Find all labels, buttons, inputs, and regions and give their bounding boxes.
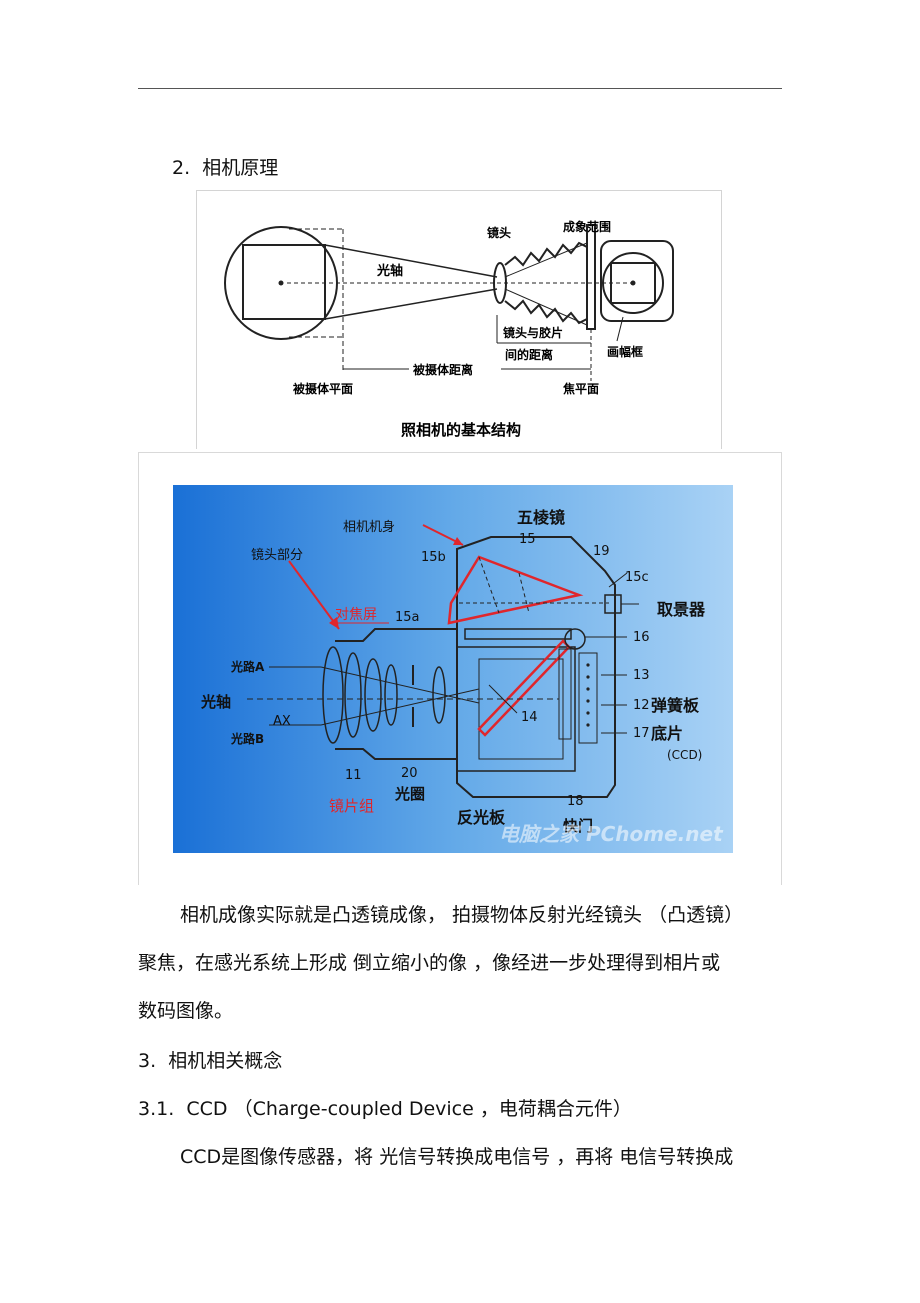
label-reflector: 反光板 <box>457 808 506 827</box>
lens-shape <box>493 262 507 304</box>
label-subject-distance: 被摄体距离 <box>413 362 473 377</box>
part-number: 19 <box>593 544 610 559</box>
part-number: 14 <box>521 710 538 725</box>
label-frame: 画幅框 <box>607 344 643 359</box>
bellows-top <box>504 241 588 267</box>
paragraph-1-line-2: 聚焦，在感光系统上形成 倒立缩小的像 ，像经进一步处理得到相片或 <box>138 952 721 974</box>
part-number: 12 <box>633 698 650 713</box>
section-title: 相机原理 <box>202 157 279 179</box>
label-lens-group: 镜片组 <box>329 797 374 815</box>
subject-frame <box>242 244 326 320</box>
section-title: CCD （Charge-coupled Device ，电荷耦合元件） <box>186 1098 632 1120</box>
paragraph-1-line-1: 相机成像实际就是凸透镜成像， 拍摄物体反射光经镜头 （凸透镜） <box>180 904 744 926</box>
part-numbers: 15 15b 19 15c 15a 16 13 12 14 17 11 20 1… <box>345 532 650 809</box>
label-focal-plane: 焦平面 <box>562 381 599 396</box>
label-shutter: 快门 <box>563 817 593 835</box>
label-spring-plate: 弹簧板 <box>651 696 700 715</box>
label-imaging-range: 成象范围 <box>563 219 611 234</box>
mirror-box <box>456 646 576 772</box>
subject-point <box>278 280 284 286</box>
paragraph-1-line-3: 数码图像。 <box>138 1000 234 1022</box>
film-plane <box>586 224 596 330</box>
part-number: 15a <box>395 610 420 625</box>
label-film: 底片 <box>651 724 683 743</box>
figure-caption: 照相机的基本结构 <box>401 421 521 439</box>
section-3-1-heading: 3.1. CCD （Charge-coupled Device ，电荷耦合元件） <box>138 1094 632 1121</box>
diagram-background <box>173 485 733 853</box>
section-3-heading: 3. 相机相关概念 <box>138 1046 282 1073</box>
part-number: 15c <box>625 570 649 585</box>
slr-diagram: 相机机身 五棱镜 镜头部分 对焦屏 取景器 光路A 光轴 AX 光路B 弹簧板 … <box>173 485 733 853</box>
section-number: 2. <box>172 157 191 179</box>
pentaprism-outline <box>447 555 584 625</box>
camera-body-outline <box>456 536 616 798</box>
label-path-b: 光路B <box>230 731 264 746</box>
lens-elements <box>322 646 446 744</box>
part-number: 17 <box>633 726 650 741</box>
label-focus-screen: 对焦屏 <box>335 607 377 623</box>
part-number: 15 <box>519 532 536 547</box>
part-number: 13 <box>633 668 650 683</box>
label-subject-plane: 被摄体平面 <box>293 381 353 396</box>
label-camera-body: 相机机身 <box>343 519 395 535</box>
paragraph-2-line-1: CCD是图像传感器，将 光信号转换成电信号 ，再将 电信号转换成 <box>180 1146 734 1168</box>
label-viewfinder: 取景器 <box>657 600 706 619</box>
label-aperture: 光圈 <box>394 785 425 803</box>
section-number: 3. <box>138 1050 157 1072</box>
bellows-bottom <box>504 299 588 325</box>
label-lens-film-1: 镜头与胶片 <box>503 325 563 340</box>
label-lens: 镜头 <box>487 225 511 240</box>
label-path-a: 光路A <box>230 659 265 674</box>
part-number: 15b <box>421 550 446 565</box>
part-number: 20 <box>401 766 418 781</box>
section-2-heading: 2. 相机原理 <box>172 153 278 180</box>
part-number: 16 <box>633 630 650 645</box>
label-pentaprism: 五棱镜 <box>517 508 565 527</box>
camera-structure-diagram: 光轴 镜头 成象范围 画幅框 镜头与胶片 间的距离 被摄体距离 被摄体平面 焦平… <box>224 219 674 439</box>
label-lens-film-2: 间的距离 <box>505 347 553 362</box>
watermark: 电脑之家 PChome.net <box>499 822 724 846</box>
header-rule <box>138 88 782 89</box>
frame-box-inner <box>610 262 656 304</box>
figure-camera-basic-structure: 光轴 镜头 成象范围 画幅框 镜头与胶片 间的距离 被摄体距离 被摄体平面 焦平… <box>196 190 722 449</box>
label-lens-part: 镜头部分 <box>251 548 303 563</box>
label-optical-axis: 光轴 <box>376 263 403 279</box>
part-number: 11 <box>345 768 362 783</box>
label-optical-axis: 光轴 <box>200 693 231 711</box>
focus-screen <box>464 628 572 640</box>
figure-slr-cutaway: 相机机身 五棱镜 镜头部分 对焦屏 取景器 光路A 光轴 AX 光路B 弹簧板 … <box>138 452 782 885</box>
label-ccd: (CCD) <box>667 748 702 762</box>
frame-box-outer <box>600 240 674 322</box>
part-number: 18 <box>567 794 584 809</box>
section-number: 3.1. <box>138 1098 175 1120</box>
label-ax: AX <box>273 714 291 729</box>
section-title: 相机相关概念 <box>168 1050 283 1072</box>
